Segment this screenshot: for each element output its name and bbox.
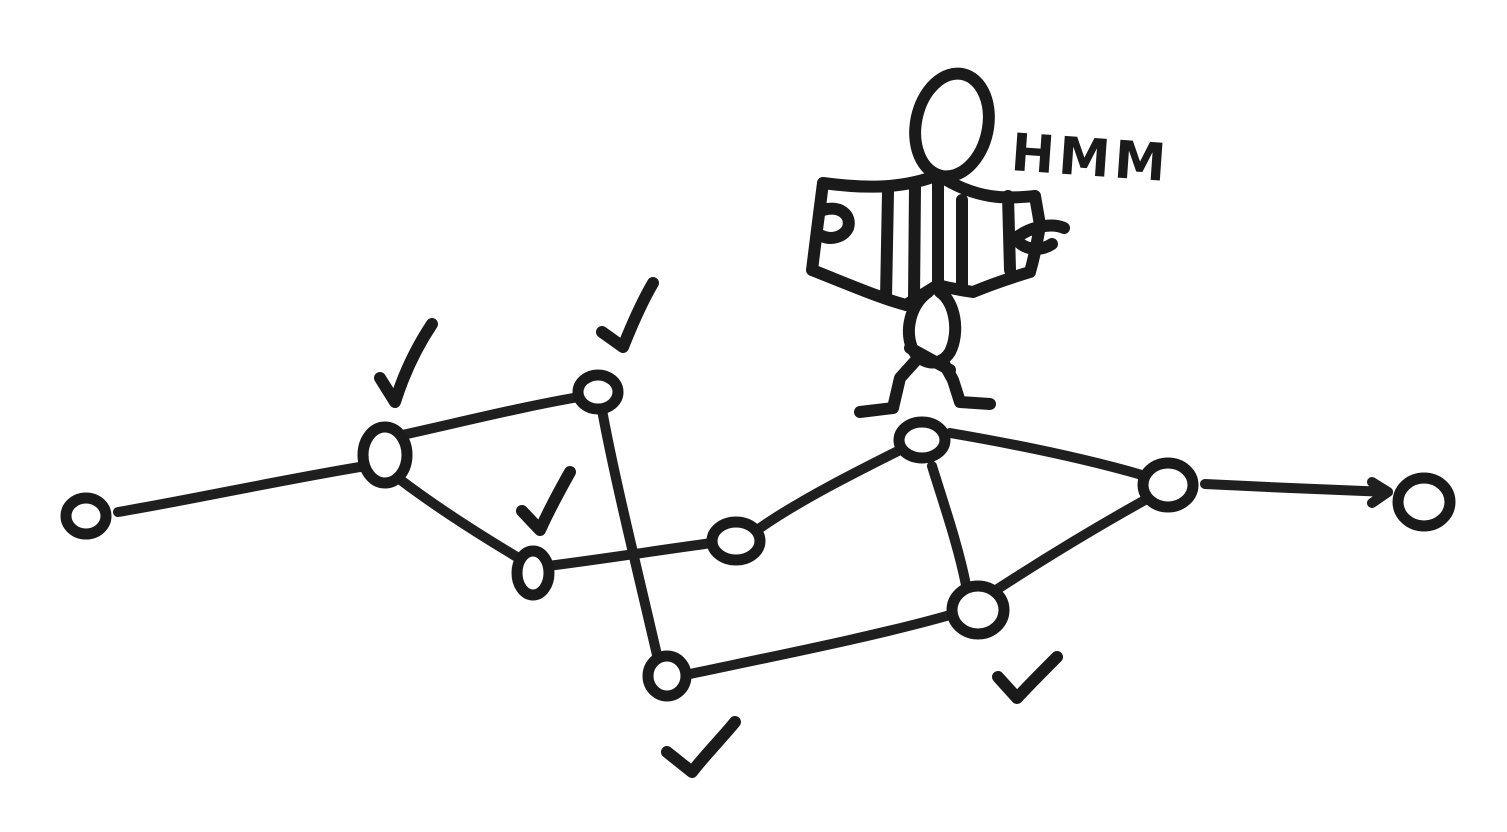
edge-a-to-c [393, 473, 527, 565]
graph-nodes [60, 369, 1456, 702]
node-h [1137, 457, 1199, 513]
edge-h-to-end [1200, 479, 1393, 497]
arrowhead [1367, 477, 1393, 508]
node-c [511, 545, 555, 601]
right-hand [1010, 219, 1070, 255]
check-icon [374, 318, 438, 408]
thought-text: HMM [1009, 123, 1172, 194]
node-a [357, 421, 413, 489]
edge-a-to-b [393, 391, 590, 441]
edge-f-to-h [945, 428, 1147, 480]
node-b [572, 369, 624, 415]
node-start [60, 492, 112, 540]
book-icon [806, 169, 1046, 311]
reader-figure [806, 67, 1070, 418]
edge-b-to-e [597, 405, 662, 660]
figure-cross [904, 342, 956, 376]
figure-left-leg [854, 352, 924, 418]
node-end [1392, 472, 1456, 532]
figure-head [909, 67, 995, 183]
check-icon [992, 651, 1063, 704]
edge-g-to-h [991, 495, 1150, 595]
check-icon [661, 716, 741, 778]
left-hand [816, 202, 855, 244]
node-e [642, 650, 692, 702]
edge-d-to-f [755, 445, 905, 533]
check-marks [374, 277, 1063, 778]
check-icon [516, 466, 576, 536]
graph-edges [113, 391, 1393, 679]
check-icon [596, 277, 659, 353]
edge-start-to-a [113, 460, 377, 517]
edge-f-to-g [927, 461, 971, 590]
node-d [706, 516, 766, 566]
node-f [893, 416, 951, 464]
node-g [946, 580, 1010, 640]
edge-e-to-g [685, 610, 955, 679]
